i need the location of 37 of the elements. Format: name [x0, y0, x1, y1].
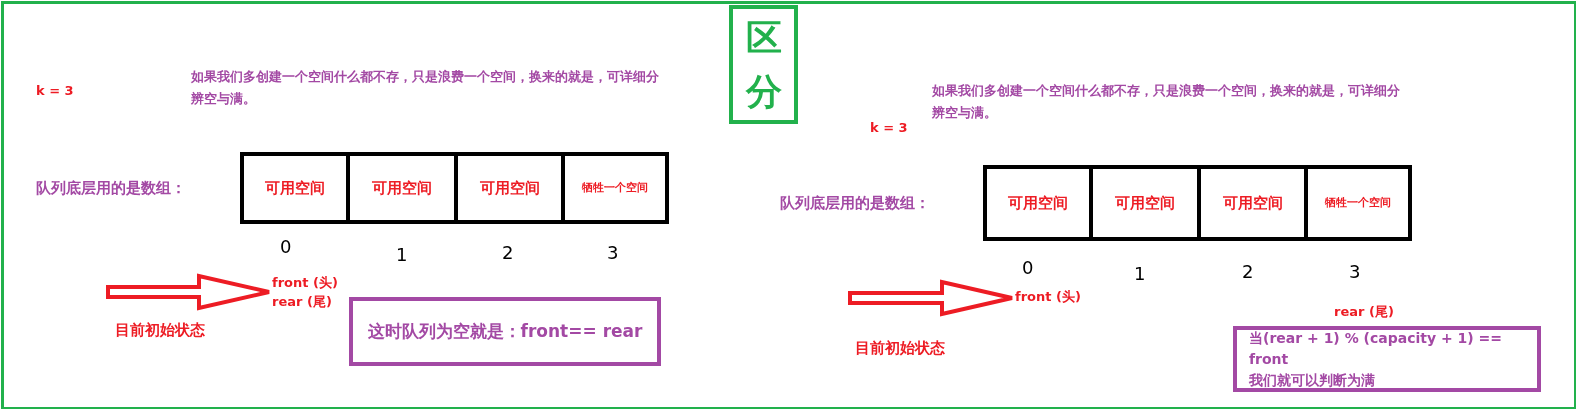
note-box — [349, 297, 661, 366]
array-label: 队列底层用的是数组： — [780, 193, 930, 214]
heading-text: 区分 — [745, 15, 782, 114]
index-number: 3 — [607, 241, 619, 265]
cell-text: 可用空间 — [1008, 192, 1068, 214]
variable-label: k = 3 — [36, 82, 74, 100]
block-arrow — [848, 279, 1014, 317]
note-box — [1233, 326, 1541, 392]
note-text: 如果我们多创建一个空间什么都不存，只是浪费一个空间，换来的就是，可详细分辨空与满。 — [191, 68, 660, 109]
cell-text: 可用空间 — [1222, 192, 1283, 214]
cell-text: 可用空间 — [1115, 192, 1175, 214]
cell-text: 牺牲一个空间 — [1325, 194, 1391, 211]
state-label: 目前初始状态 — [115, 320, 205, 341]
array-label: 队列底层用的是数组： — [36, 178, 186, 199]
note-text: 如果我们多创建一个空间什么都不存，只是浪费一个空间，换来的就是，可详细分辨空与满。 — [932, 82, 1401, 123]
pointer-label: front (头) — [272, 273, 338, 292]
index-number: 1 — [1134, 262, 1146, 286]
state-label: 目前初始状态 — [855, 338, 945, 359]
cell-text: 牺牲一个空间 — [582, 179, 648, 196]
index-number: 1 — [396, 243, 408, 267]
cell-text: 可用空间 — [265, 177, 325, 199]
pointer-label: rear (尾) — [272, 293, 332, 311]
index-number: 0 — [280, 235, 292, 259]
note-text: 这时队列为空就是：front== rear — [367, 319, 643, 343]
pointer-label: front (头) — [1015, 288, 1081, 307]
cell-text: 可用空间 — [479, 177, 540, 199]
note-text: 当(rear + 1) % (capacity + 1) == front — [1249, 328, 1504, 369]
block-arrow — [106, 273, 271, 311]
index-number: 2 — [1242, 260, 1254, 284]
note-text: 我们就可以判断为满 — [1249, 370, 1375, 390]
index-number: 0 — [1022, 256, 1034, 280]
index-number: 3 — [1349, 260, 1361, 284]
variable-label: k = 3 — [870, 119, 908, 137]
cell-text: 可用空间 — [372, 177, 432, 199]
index-number: 2 — [502, 241, 514, 265]
pointer-label: rear (尾) — [1334, 303, 1394, 321]
heading-box — [729, 5, 798, 124]
